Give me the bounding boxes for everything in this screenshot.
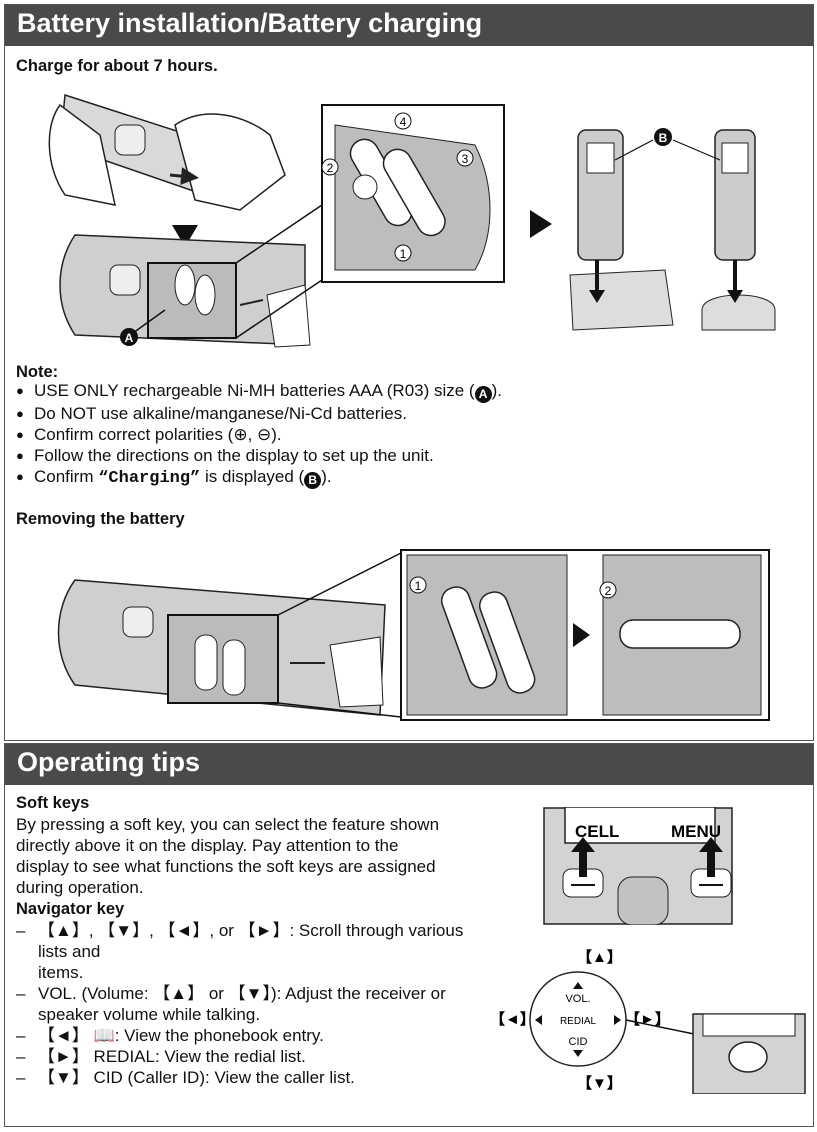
navigator-key-illustration: 【▲】 【▼】 【◄】 【►】 VOL. REDIAL CID xyxy=(490,948,806,1094)
battery-section: Battery installation/Battery charging Ch… xyxy=(4,4,814,741)
nav-cid-label: CID xyxy=(569,1036,588,1048)
step4-label: 4 xyxy=(400,115,407,129)
cell-label: CELL xyxy=(575,822,619,841)
soft-keys-text: By pressing a soft key, you can select t… xyxy=(16,815,440,897)
soft-keys-illustration: CELL MENU xyxy=(543,807,733,925)
menu-label: MENU xyxy=(671,822,721,841)
removal-step1-label: 1 xyxy=(415,579,422,593)
battery-removal-illustration: 1 2 xyxy=(57,549,770,721)
callout-b-label: B xyxy=(659,131,668,145)
navigator-item: 【▼】 CID (Caller ID): View the caller lis… xyxy=(16,1067,486,1088)
notes-list: USE ONLY rechargeable Ni-MH batteries AA… xyxy=(16,380,502,489)
note-item: Confirm “Charging” is displayed (B). xyxy=(16,466,502,489)
callout-b-badge: B xyxy=(304,472,322,489)
step3-label: 3 xyxy=(462,152,469,166)
note-item: Follow the directions on the display to … xyxy=(16,445,502,466)
note-item: USE ONLY rechargeable Ni-MH batteries AA… xyxy=(16,380,502,403)
note-item: Confirm correct polarities (⊕, ⊖). xyxy=(16,424,502,445)
note-heading: Note: xyxy=(16,363,59,381)
battery-install-illustration: A 2 4 3 1 B xyxy=(48,94,776,348)
navigator-heading: Navigator key xyxy=(16,900,125,918)
nav-redial-label: REDIAL xyxy=(560,1016,597,1027)
nav-right-label: 【►】 xyxy=(625,1010,670,1028)
navigator-item: 【▲】, 【▼】, 【◄】, or 【►】: Scroll through va… xyxy=(16,920,486,983)
navigator-item: VOL. (Volume: 【▲】 or 【▼】): Adjust the re… xyxy=(16,983,486,1025)
step2-label: 2 xyxy=(327,161,334,175)
note-item: Do NOT use alkaline/manganese/Ni-Cd batt… xyxy=(16,403,502,424)
tips-section: Operating tips Soft keys By pressing a s… xyxy=(4,743,814,1127)
section-title-battery: Battery installation/Battery charging xyxy=(5,5,813,46)
soft-keys-heading: Soft keys xyxy=(16,794,90,812)
callout-a-label: A xyxy=(125,331,134,345)
navigator-item: 【◄】 📖: View the phonebook entry. xyxy=(16,1025,486,1046)
nav-vol-label: VOL. xyxy=(565,993,590,1005)
navigator-item: 【►】 REDIAL: View the redial list. xyxy=(16,1046,486,1067)
section-title-tips: Operating tips xyxy=(5,744,813,785)
step1-label: 1 xyxy=(400,247,407,261)
charge-note: Charge for about 7 hours. xyxy=(16,57,218,75)
nav-up-label: 【▲】 xyxy=(577,948,622,966)
nav-left-label: 【◄】 xyxy=(490,1010,535,1028)
removal-step2-label: 2 xyxy=(605,584,612,598)
navigator-list: 【▲】, 【▼】, 【◄】, or 【►】: Scroll through va… xyxy=(16,920,486,1088)
callout-a-badge: A xyxy=(474,386,492,403)
nav-down-label: 【▼】 xyxy=(577,1074,622,1092)
removing-heading: Removing the battery xyxy=(16,510,185,528)
